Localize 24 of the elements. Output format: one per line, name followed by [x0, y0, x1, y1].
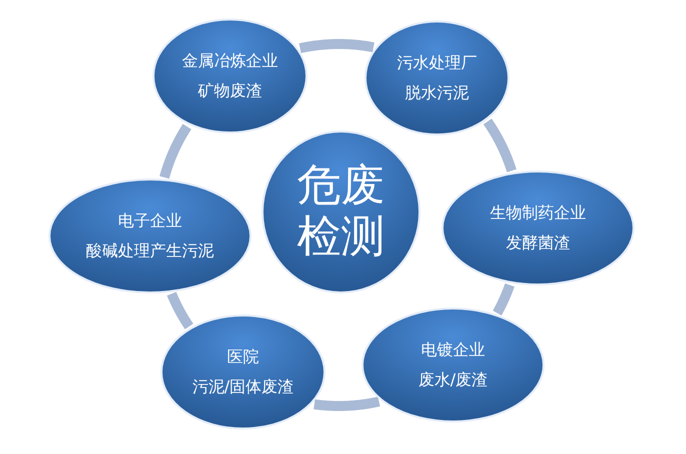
- node-text: 废水/废渣: [418, 369, 488, 391]
- ellipse-node: [361, 307, 545, 423]
- node-heading: 污水处理厂: [397, 52, 477, 74]
- ring-connector: [296, 39, 378, 54]
- ellipse-node: [48, 178, 252, 294]
- ellipse-node: [152, 18, 308, 134]
- ring-connector: [166, 290, 194, 331]
- node-heading: 电子企业: [118, 210, 182, 232]
- ring-connector: [483, 117, 516, 175]
- node-text: 矿物废渣: [198, 80, 262, 102]
- node-text: 酸碱处理产生污泥: [86, 240, 214, 262]
- center-title: 危废检测: [296, 161, 386, 263]
- ellipse-node: [160, 314, 326, 430]
- node-heading: 金属冶炼企业: [182, 50, 278, 72]
- ellipse-node: [441, 170, 635, 286]
- node-text: 污泥/固体废渣: [192, 376, 294, 398]
- node-text: 脱水污泥: [405, 82, 469, 104]
- node-heading: 生物制药企业: [490, 202, 586, 224]
- node-heading: 医院: [227, 346, 259, 368]
- node-text: 发酵菌渣: [506, 232, 570, 254]
- center-circle: [261, 130, 421, 294]
- ring-connector: [492, 280, 514, 318]
- node-heading: 电镀企业: [421, 338, 485, 361]
- ellipse-node: [364, 20, 510, 136]
